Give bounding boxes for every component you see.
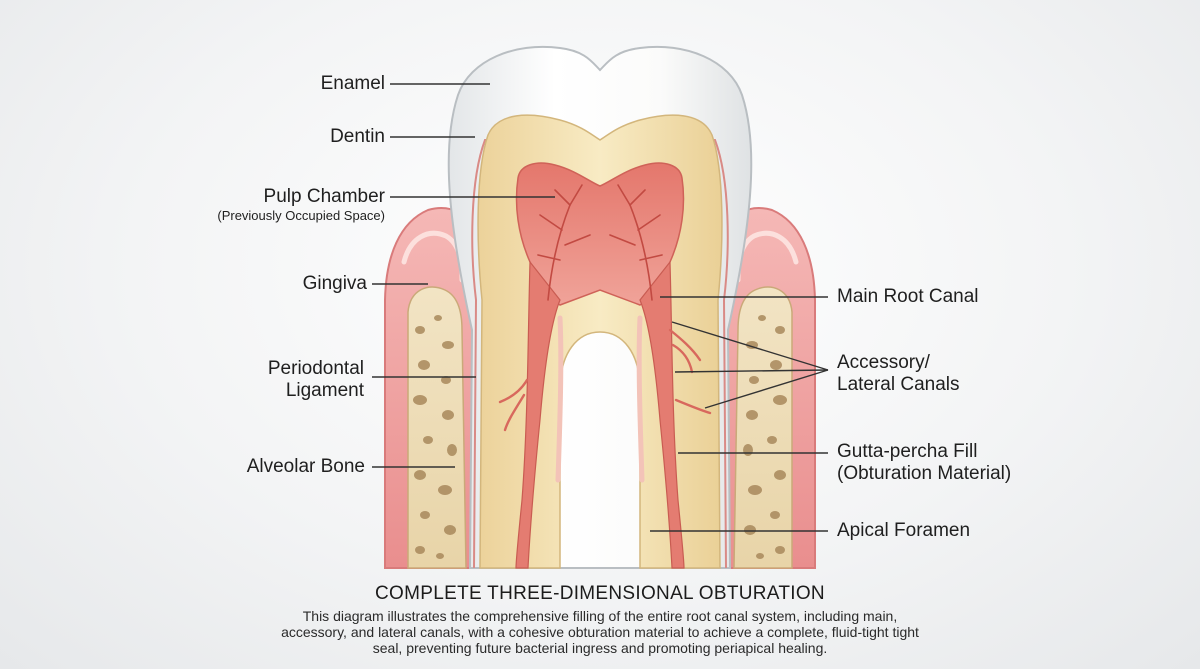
label-apical-foramen: Apical Foramen [837,520,970,542]
label-gutta-line2: (Obturation Material) [837,463,1012,484]
alveolar-bone-right [733,286,793,569]
diagram-title: COMPLETE THREE-DIMENSIONAL OBTURATION [375,583,825,604]
label-main-root-canal: Main Root Canal [837,286,979,308]
label-enamel-text: Enamel [320,73,385,94]
pulp-vessels [537,184,663,301]
label-gingiva-text: Gingiva [302,273,367,294]
label-dentin: Dentin [240,126,385,148]
root-canal-left [515,260,561,569]
label-pulp-chamber: Pulp Chamber (Previously Occupied Space) [190,186,385,224]
accessory-canals [498,328,712,432]
label-apical-foramen-text: Apical Foramen [837,520,971,541]
label-accessory-line1: Accessory/ [837,352,930,373]
label-accessory-canals: Accessory/ Lateral Canals [837,352,960,396]
label-periodontal-line2: Ligament [285,380,364,401]
label-pulp-chamber-note: (Previously Occupied Space) [217,208,385,223]
diagram-caption: This diagram illustrates the comprehensi… [281,608,919,656]
label-gutta-line1: Gutta-percha Fill [837,441,978,462]
label-gutta-percha: Gutta-percha Fill (Obturation Material) [837,441,1011,485]
label-pulp-chamber-text: Pulp Chamber [263,186,385,207]
label-gingiva: Gingiva [220,273,367,295]
root-canal-right [639,260,685,569]
label-accessory-line2: Lateral Canals [837,374,960,395]
label-dentin-text: Dentin [330,126,385,147]
label-periodontal-line1: Periodontal [267,358,364,379]
label-alveolar-bone: Alveolar Bone [200,456,365,478]
leader-lines [372,83,829,532]
alveolar-bone-left [407,286,467,569]
label-main-root-canal-text: Main Root Canal [837,286,979,307]
label-alveolar-bone-text: Alveolar Bone [246,456,365,477]
label-periodontal-ligament: Periodontal Ligament [220,358,364,402]
label-enamel: Enamel [240,73,385,95]
